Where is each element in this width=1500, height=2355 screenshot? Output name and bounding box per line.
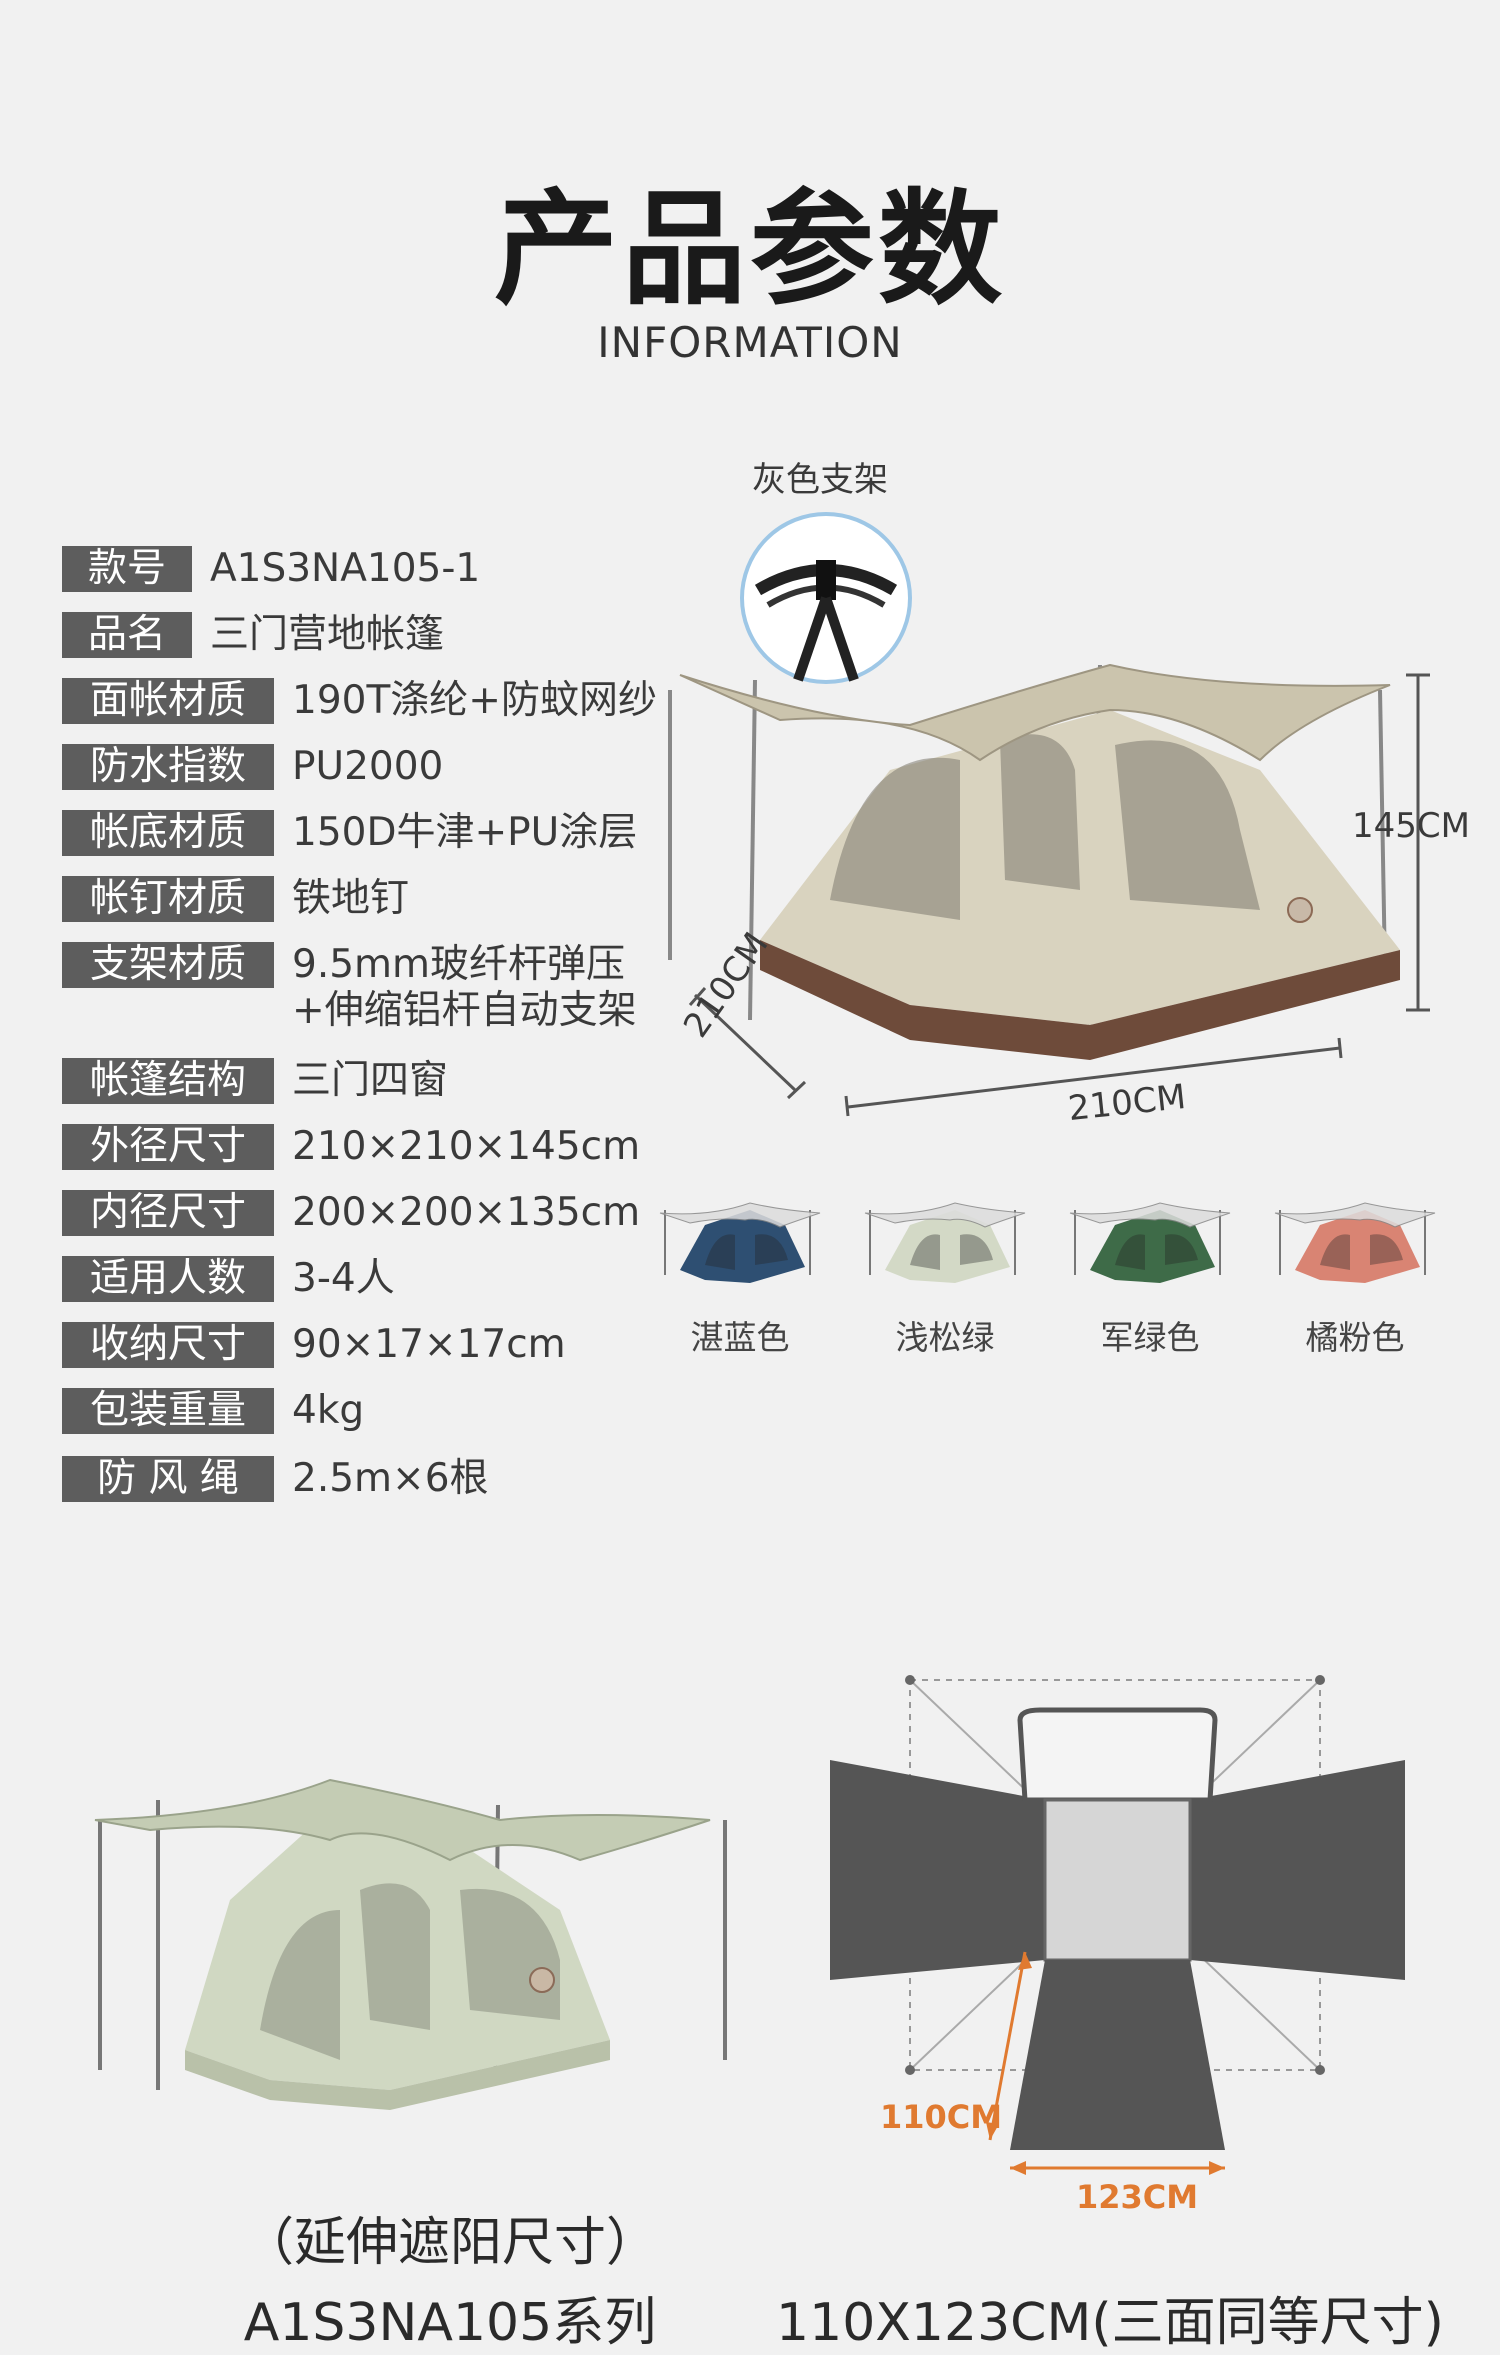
spec-label: 面帐材质 [62,678,274,724]
spec-label: 帐篷结构 [62,1058,274,1104]
spec-label: 防水指数 [62,744,274,790]
floor-plan-caption: 110X123CM(三面同等尺寸) [776,2293,1444,2353]
color-label: 军绿色 [1100,1318,1200,1357]
spec-row: 支架材质 9.5mm玻纤杆弹压+伸缩铝杆自动支架 [62,942,637,1034]
spec-label: 品名 [62,612,192,658]
color-option[interactable]: 军绿色 [1060,1195,1240,1359]
floor-width-dimension: 123CM [1076,2178,1199,2216]
frame-label: 灰色支架 [752,460,888,500]
spec-label: 适用人数 [62,1256,274,1302]
spec-row: 帐钉材质铁地钉 [62,876,409,922]
spec-value: PU2000 [292,744,444,789]
spec-value-group: 3-4人 [292,1256,395,1302]
spec-row: 适用人数 3-4人 [62,1256,395,1302]
spec-value-group: 9.5mm玻纤杆弹压+伸缩铝杆自动支架 [292,942,637,1034]
spec-value: 三门营地帐篷 [210,612,445,657]
spec-value: 4kg [292,1388,365,1433]
color-label: 浅松绿 [895,1318,995,1357]
spec-value: 2.5m×6根 [292,1456,489,1501]
spec-value: A1S3NA105-1 [210,546,481,591]
spec-value-group: 三门营地帐篷 [210,612,444,658]
height-dimension: 145CM [1352,806,1470,846]
spec-row: 内径尺寸 200×200×135cm [62,1190,640,1236]
spec-value: 150D牛津+PU涂层 [292,810,638,855]
spec-value: 210×210×145cm [292,1124,641,1169]
spec-value-group: 4kg [292,1388,364,1434]
spec-value-group: 200×200×135cm [292,1190,640,1236]
spec-row: 防水指数 PU2000 [62,744,443,790]
spec-value: 190T涤纶+防蚊网纱 [292,678,657,723]
color-option[interactable]: 湛蓝色 [650,1195,830,1359]
color-tent-thumbnail [1274,1202,1436,1283]
color-option[interactable]: 浅松绿 [855,1195,1035,1359]
spec-row: 外径尺寸 210×210×145cm [62,1124,640,1170]
spec-row: 品名三门营地帐篷 [62,612,444,658]
color-label: 橘粉色 [1305,1318,1405,1357]
spec-value-group: 三门四窗 [292,1058,448,1104]
spec-label: 帐底材质 [62,810,274,856]
spec-value-continued: +伸缩铝杆自动支架 [292,988,637,1033]
spec-value-group: A1S3NA105-1 [210,546,480,592]
spec-value-group: 150D牛津+PU涂层 [292,810,637,856]
spec-value-group: 210×210×145cm [292,1124,640,1170]
spec-row: 帐篷结构三门四窗 [62,1058,448,1104]
spec-value: 9.5mm玻纤杆弹压 [292,942,626,987]
spec-row: 防 风 绳 2.5m×6根 [62,1456,489,1502]
page-title: 产品参数 [493,178,1006,322]
spec-row: 包装重量 4kg [62,1388,364,1434]
spec-value: 三门四窗 [292,1058,449,1103]
frame-detail-image [740,512,912,684]
spec-value-group: PU2000 [292,744,443,790]
spec-label: 支架材质 [62,942,274,988]
extended-shade-caption: （延伸遮阳尺寸） [241,2213,658,2273]
floor-depth-dimension: 110CM [880,2098,1003,2136]
floor-plan-diagram [830,1675,1405,2175]
color-tent-thumbnail [659,1202,821,1283]
spec-value: 200×200×135cm [292,1190,641,1235]
spec-value-group: 2.5m×6根 [292,1456,489,1502]
spec-row: 面帐材质 190T涤纶+防蚊网纱 [62,678,657,724]
spec-label: 内径尺寸 [62,1190,274,1236]
spec-value-group: 90×17×17cm [292,1322,566,1368]
spec-row: 帐底材质 150D牛津+PU涂层 [62,810,637,856]
spec-value: 90×17×17cm [292,1322,566,1367]
color-tent-thumbnail [1069,1202,1231,1283]
spec-value-group: 铁地钉 [292,876,409,922]
spec-label: 款号 [62,546,192,592]
model-series-caption: A1S3NA105系列 [243,2293,657,2353]
spec-value: 铁地钉 [292,876,410,921]
spec-value-group: 190T涤纶+防蚊网纱 [292,678,657,724]
color-label: 湛蓝色 [690,1318,790,1357]
extended-shade-tent-image [94,1778,727,2110]
color-tent-thumbnail [864,1202,1026,1283]
spec-label: 防 风 绳 [62,1456,274,1502]
color-option[interactable]: 橘粉色 [1265,1195,1445,1359]
page-subtitle: INFORMATION [597,318,903,367]
spec-label: 帐钉材质 [62,876,274,922]
spec-label: 外径尺寸 [62,1124,274,1170]
spec-row: 款号 A1S3NA105-1 [62,546,480,592]
main-tent-image [668,663,1400,1060]
spec-value: 3-4人 [292,1256,395,1301]
spec-label: 包装重量 [62,1388,274,1434]
spec-row: 收纳尺寸 90×17×17cm [62,1322,566,1368]
spec-label: 收纳尺寸 [62,1322,274,1368]
